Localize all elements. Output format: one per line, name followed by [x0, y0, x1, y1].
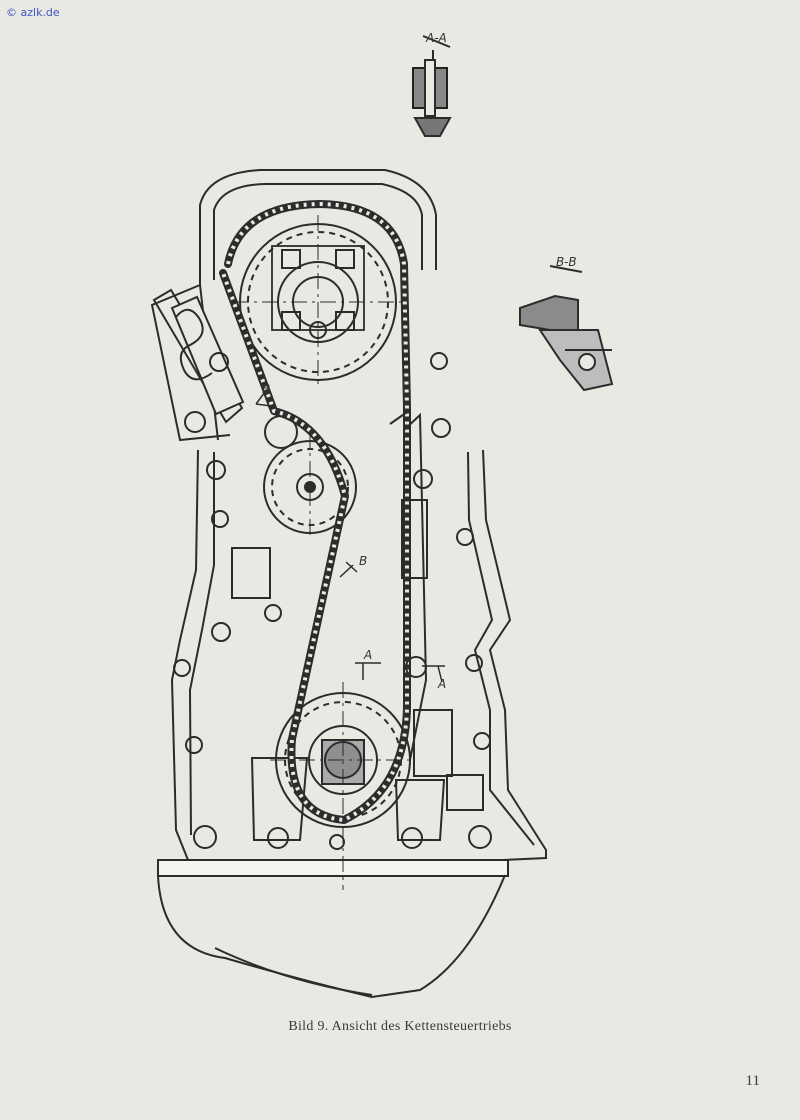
- figure-caption: Bild 9. Ansicht des Kettensteuertriebs: [288, 1019, 512, 1034]
- watermark-text: © azlk.de: [6, 6, 60, 19]
- oil-pan: [157, 859, 509, 999]
- mark-a-right: A: [437, 677, 446, 691]
- mark-a-left: A: [363, 648, 372, 662]
- section-aa-label: A-A: [425, 31, 447, 45]
- timing-chain: [219, 200, 411, 824]
- section-bb-label: B-B: [556, 255, 577, 269]
- page-number: 11: [745, 1073, 760, 1089]
- center-lines: [233, 215, 415, 890]
- chain-drive-drawing: A-A B-B B B A A: [150, 31, 614, 999]
- chain-guides: [152, 288, 428, 761]
- bolt-holes: [173, 352, 492, 850]
- section-marks: [255, 391, 445, 683]
- engine-block-outline: [170, 449, 547, 861]
- detail-section-aa: [412, 35, 452, 137]
- mark-b-upper: B: [262, 382, 270, 396]
- mark-b-middle: B: [359, 554, 367, 568]
- detail-section-bb: [519, 265, 614, 392]
